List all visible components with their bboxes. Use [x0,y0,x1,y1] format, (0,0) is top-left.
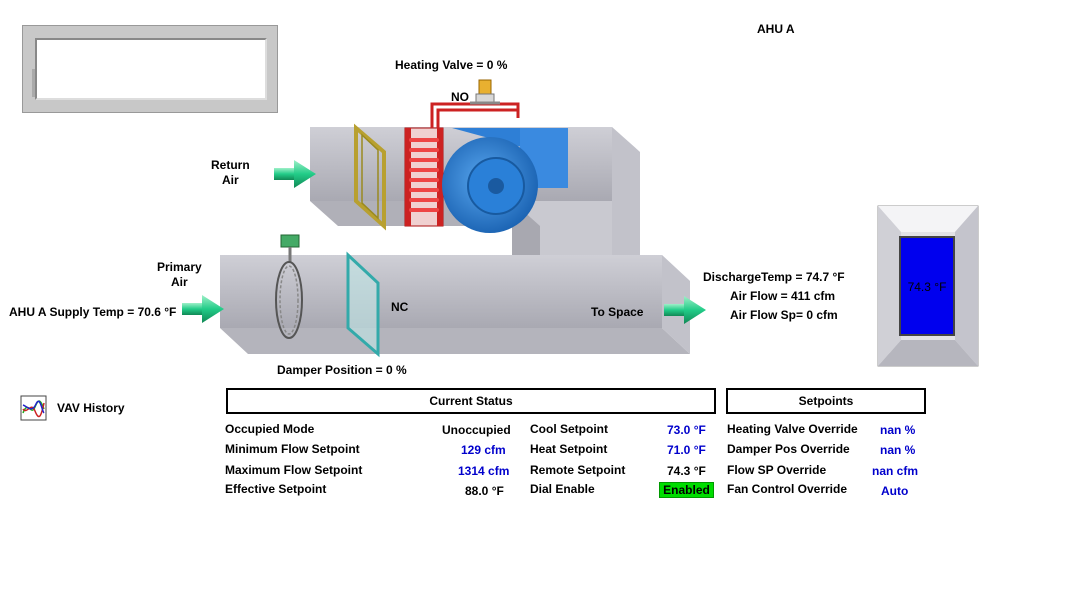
info-panel-scroll [32,69,35,97]
min-flow-label: Minimum Flow Setpoint [225,442,360,456]
max-flow-label: Maximum Flow Setpoint [225,463,363,477]
cool-setpoint-label: Cool Setpoint [530,422,608,436]
primary-air-label-2: Air [171,275,188,289]
chart-history-icon [20,395,47,421]
flow-sp-override-value[interactable]: nan cfm [872,464,919,478]
return-air-label-2: Air [222,173,239,187]
flow-sp-override-label: Flow SP Override [727,463,827,477]
air-flow: Air Flow = 411 cfm [730,289,836,303]
air-flow-sp: Air Flow Sp= 0 cfm [730,308,838,322]
occupied-mode-value: Unoccupied [442,423,511,437]
to-space-arrow-icon [664,296,706,324]
min-flow-value[interactable]: 129 cfm [461,443,506,457]
heat-setpoint-value[interactable]: 71.0 °F [667,443,706,457]
filter [354,123,386,231]
damper-pos-override-value[interactable]: nan % [880,443,916,457]
damper-pos-override-label: Damper Pos Override [727,442,850,456]
primary-air-arrow-icon [182,295,224,323]
heating-valve-override-label: Heating Valve Override [727,422,858,436]
info-panel-inner [35,38,267,100]
remote-setpoint-value: 74.3 °F [667,464,706,478]
vav-history-link[interactable]: VAV History [20,395,140,421]
damper-state-label: NC [391,300,409,314]
effective-setpoint-value: 88.0 °F [465,484,504,498]
dial-enable-label: Dial Enable [530,482,595,496]
to-space-label: To Space [591,305,644,319]
thermostat-display[interactable]: 74.3 °F [907,280,947,294]
damper-actuator [275,234,303,339]
return-air-arrow-icon [274,160,316,188]
fan-icon [442,128,568,233]
fan-control-override-value[interactable]: Auto [881,484,909,498]
discharge-temp: DischargeTemp = 74.7 °F [703,270,845,284]
effective-setpoint-label: Effective Setpoint [225,482,327,496]
max-flow-value[interactable]: 1314 cfm [458,464,510,478]
return-air-label-1: Return [211,158,250,172]
current-status-header: Current Status [226,388,716,414]
valve-state-label: NO [451,90,469,104]
thermostat [877,205,979,367]
dial-enable-value[interactable]: Enabled [659,482,714,498]
page-title: AHU A [757,22,795,36]
lower-duct [220,255,690,354]
damper-blade [346,251,380,358]
heating-valve-label: Heating Valve = 0 % [395,58,508,72]
occupied-mode-label: Occupied Mode [225,422,315,436]
cool-setpoint-value[interactable]: 73.0 °F [667,423,706,437]
remote-setpoint-label: Remote Setpoint [530,463,626,477]
info-panel [22,25,278,113]
supply-temp-label: AHU A Supply Temp = 70.6 °F [9,305,177,319]
primary-air-label-1: Primary [157,260,202,274]
heat-setpoint-label: Heat Setpoint [530,442,608,456]
valve-actuator-icon [470,79,500,105]
vav-history-label: VAV History [57,401,125,415]
damper-position-label: Damper Position = 0 % [277,363,407,377]
heating-coil [404,102,520,227]
fan-control-override-label: Fan Control Override [727,482,848,496]
heating-valve-override-value[interactable]: nan % [880,423,916,437]
setpoints-header: Setpoints [726,388,926,414]
